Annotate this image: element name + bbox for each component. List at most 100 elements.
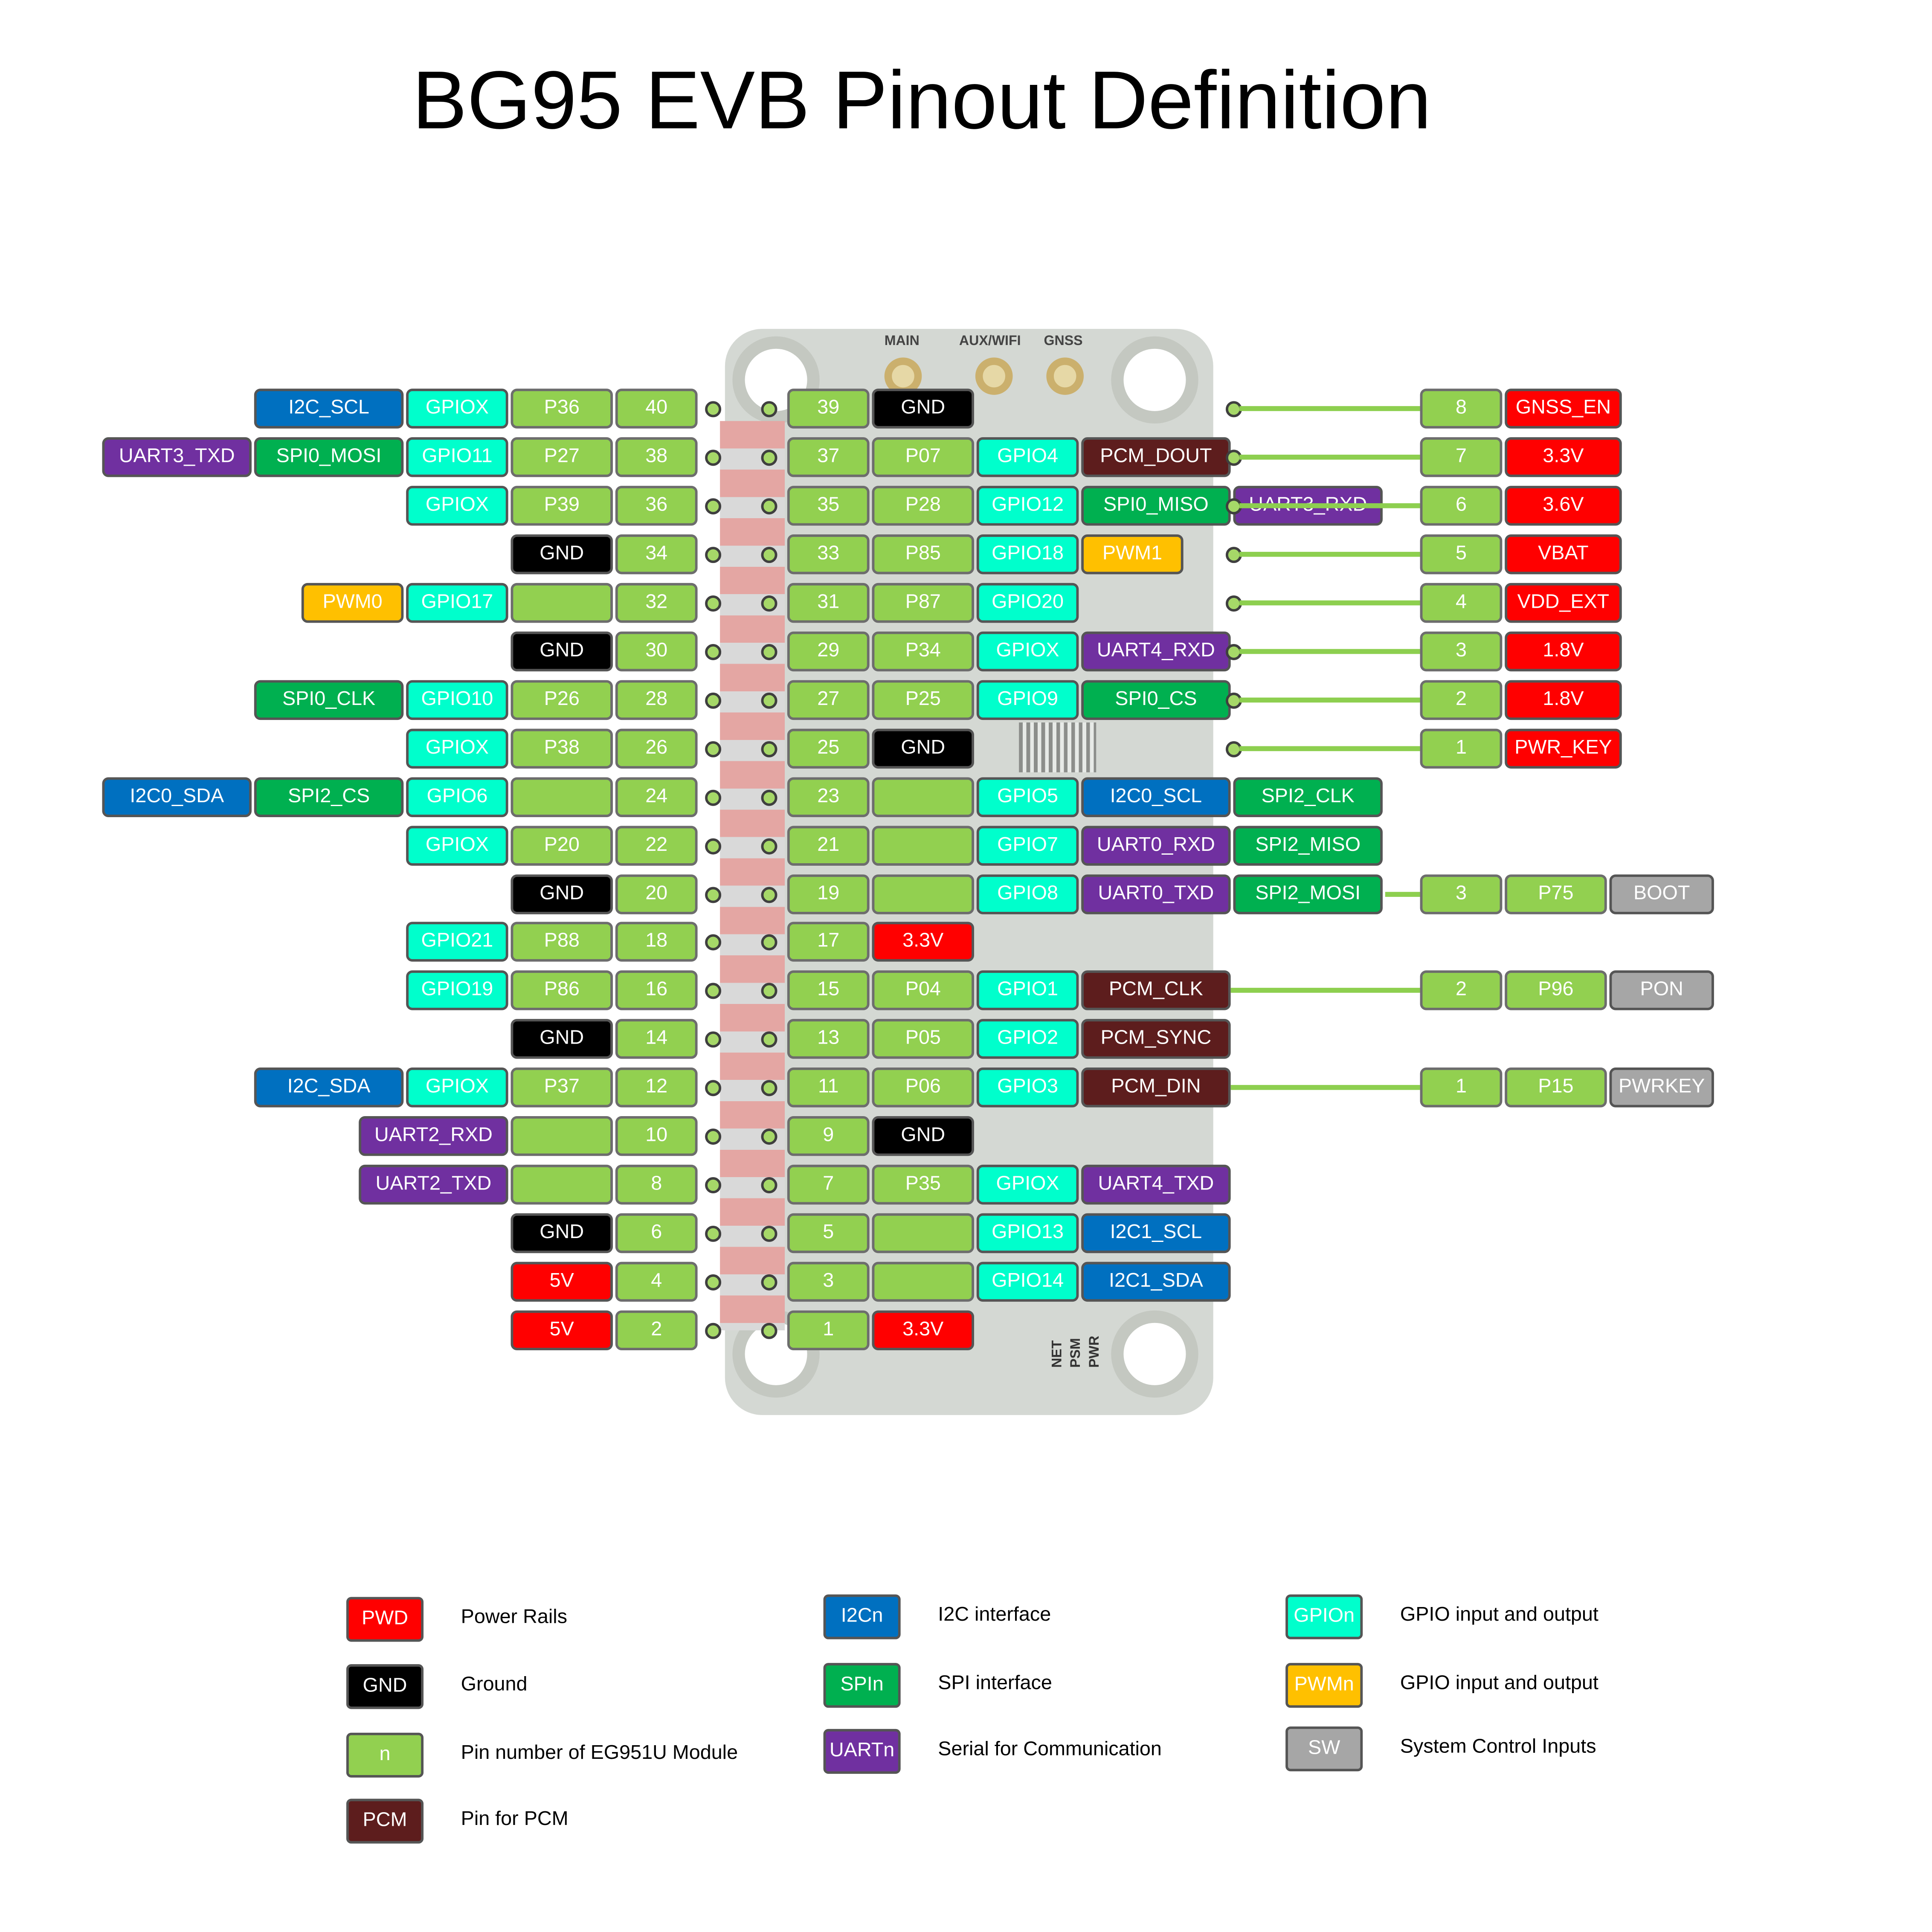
pin-number-37: 37 (787, 437, 870, 477)
pin-number-13: 13 (787, 1019, 870, 1059)
pin-number-22: 22 (615, 825, 698, 865)
sw-tag: PON (1610, 971, 1714, 1010)
legend-swatch-pcm: PCM (346, 1799, 424, 1843)
ground-tag: GND (511, 1213, 612, 1253)
port-tag: P96 (1505, 971, 1607, 1010)
header-pin-dot (705, 547, 721, 563)
header-pin-dot (761, 547, 777, 563)
pwm-tag: PWM1 (1081, 534, 1183, 574)
i2c-tag: I2C0_SCL (1081, 777, 1230, 816)
pin-number-17: 17 (787, 922, 870, 962)
gpio-tag: GPIO11 (406, 437, 508, 477)
port-tag: P34 (872, 631, 974, 671)
spi-tag: SPI2_CLK (1233, 777, 1382, 816)
pin-number-30: 30 (615, 631, 698, 671)
pin-number-4: 4 (1420, 583, 1503, 622)
port-tag (872, 777, 974, 816)
header-pin-dot (705, 498, 721, 514)
uart-tag: UART4_RXD (1081, 631, 1230, 671)
gpio-tag: GPIO6 (406, 777, 508, 816)
spi-tag: SPI0_MISO (1081, 486, 1230, 525)
ground-tag: GND (872, 728, 974, 768)
pin-number-1: 1 (1420, 728, 1503, 768)
gpio-tag: GPIOX (406, 825, 508, 865)
gpio-tag: GPIO1 (977, 971, 1079, 1010)
port-tag: P36 (511, 389, 612, 428)
pin-number-7: 7 (787, 1165, 870, 1204)
header-pin-dot (705, 1178, 721, 1194)
gpio-tag: GPIOX (406, 486, 508, 525)
header-pin-dot (705, 401, 721, 417)
port-tag: P39 (511, 486, 612, 525)
led-label-pwr: PWR (1088, 1336, 1102, 1368)
power-tag: 5V (511, 1262, 612, 1302)
gpio-tag: GPIOX (977, 631, 1079, 671)
gpio-tag: GPIO19 (406, 971, 508, 1010)
gpio-tag: GPIO17 (406, 583, 508, 622)
pin-number-5: 5 (787, 1213, 870, 1253)
pin-number-11: 11 (787, 1068, 870, 1108)
antenna-label-aux: AUX/WIFI (959, 334, 1021, 349)
power-tag: 5V (511, 1311, 612, 1350)
gpio-tag: GPIO5 (977, 777, 1079, 816)
i2c-tag: I2C1_SDA (1081, 1262, 1230, 1302)
port-tag: P35 (872, 1165, 974, 1204)
pin-number-23: 23 (787, 777, 870, 816)
pin-number-10: 10 (615, 1117, 698, 1156)
uart-tag: UART2_RXD (359, 1117, 508, 1156)
ground-tag: GND (511, 534, 612, 574)
port-tag: P04 (872, 971, 974, 1010)
port-tag: P26 (511, 680, 612, 719)
header-pin-dot (761, 595, 777, 611)
i2c-tag: I2C_SCL (254, 389, 403, 428)
pin-number-36: 36 (615, 486, 698, 525)
pin-number-8: 8 (1420, 389, 1503, 428)
pin-number-2: 2 (615, 1311, 698, 1350)
pin-number-29: 29 (787, 631, 870, 671)
port-tag (511, 777, 612, 816)
power-tag: VBAT (1505, 534, 1622, 574)
pin-number-27: 27 (787, 680, 870, 719)
ground-tag: GND (511, 874, 612, 914)
connector-wire (1231, 1085, 1420, 1091)
header-pin-dot (705, 838, 721, 854)
pin-number-1: 1 (1420, 1068, 1503, 1108)
header-pin-dot (705, 1226, 721, 1242)
pin-number-6: 6 (1420, 486, 1503, 525)
uart-tag: UART3_TXD (102, 437, 251, 477)
pin-number-14: 14 (615, 1019, 698, 1059)
uart-tag: UART0_TXD (1081, 874, 1230, 914)
header-pin-dot (761, 741, 777, 757)
pin-number-25: 25 (787, 728, 870, 768)
port-tag: P85 (872, 534, 974, 574)
ground-tag: GND (872, 1117, 974, 1156)
port-tag: P75 (1505, 874, 1607, 914)
header-pin-dot (705, 1032, 721, 1048)
legend-swatch-sw: SW (1285, 1726, 1363, 1771)
antenna-gnss-icon (1046, 357, 1084, 395)
i2c-tag: I2C1_SCL (1081, 1213, 1230, 1253)
page-title: BG95 EVB Pinout Definition (0, 52, 1844, 147)
ground-tag: GND (872, 389, 974, 428)
port-tag (511, 1165, 612, 1204)
header-pin-dot (761, 789, 777, 806)
legend-swatch-gpio: GPIOn (1285, 1594, 1363, 1639)
pin-number-15: 15 (787, 971, 870, 1010)
legend-label-i2c: I2C interface (938, 1604, 1051, 1627)
pin-number-40: 40 (615, 389, 698, 428)
pin-number-33: 33 (787, 534, 870, 574)
port-tag: P87 (872, 583, 974, 622)
port-tag: P05 (872, 1019, 974, 1059)
port-tag: P25 (872, 680, 974, 719)
pin-number-35: 35 (787, 486, 870, 525)
port-tag: P28 (872, 486, 974, 525)
port-tag: P20 (511, 825, 612, 865)
gpio-tag: GPIO2 (977, 1019, 1079, 1059)
port-tag: P27 (511, 437, 612, 477)
legend-label-pwr: Power Rails (461, 1607, 567, 1630)
legend-label-uart: Serial for Communication (938, 1739, 1162, 1761)
gpio-tag: GPIO14 (977, 1262, 1079, 1302)
gpio-tag: GPIO18 (977, 534, 1079, 574)
header-pin-dot (705, 1323, 721, 1339)
